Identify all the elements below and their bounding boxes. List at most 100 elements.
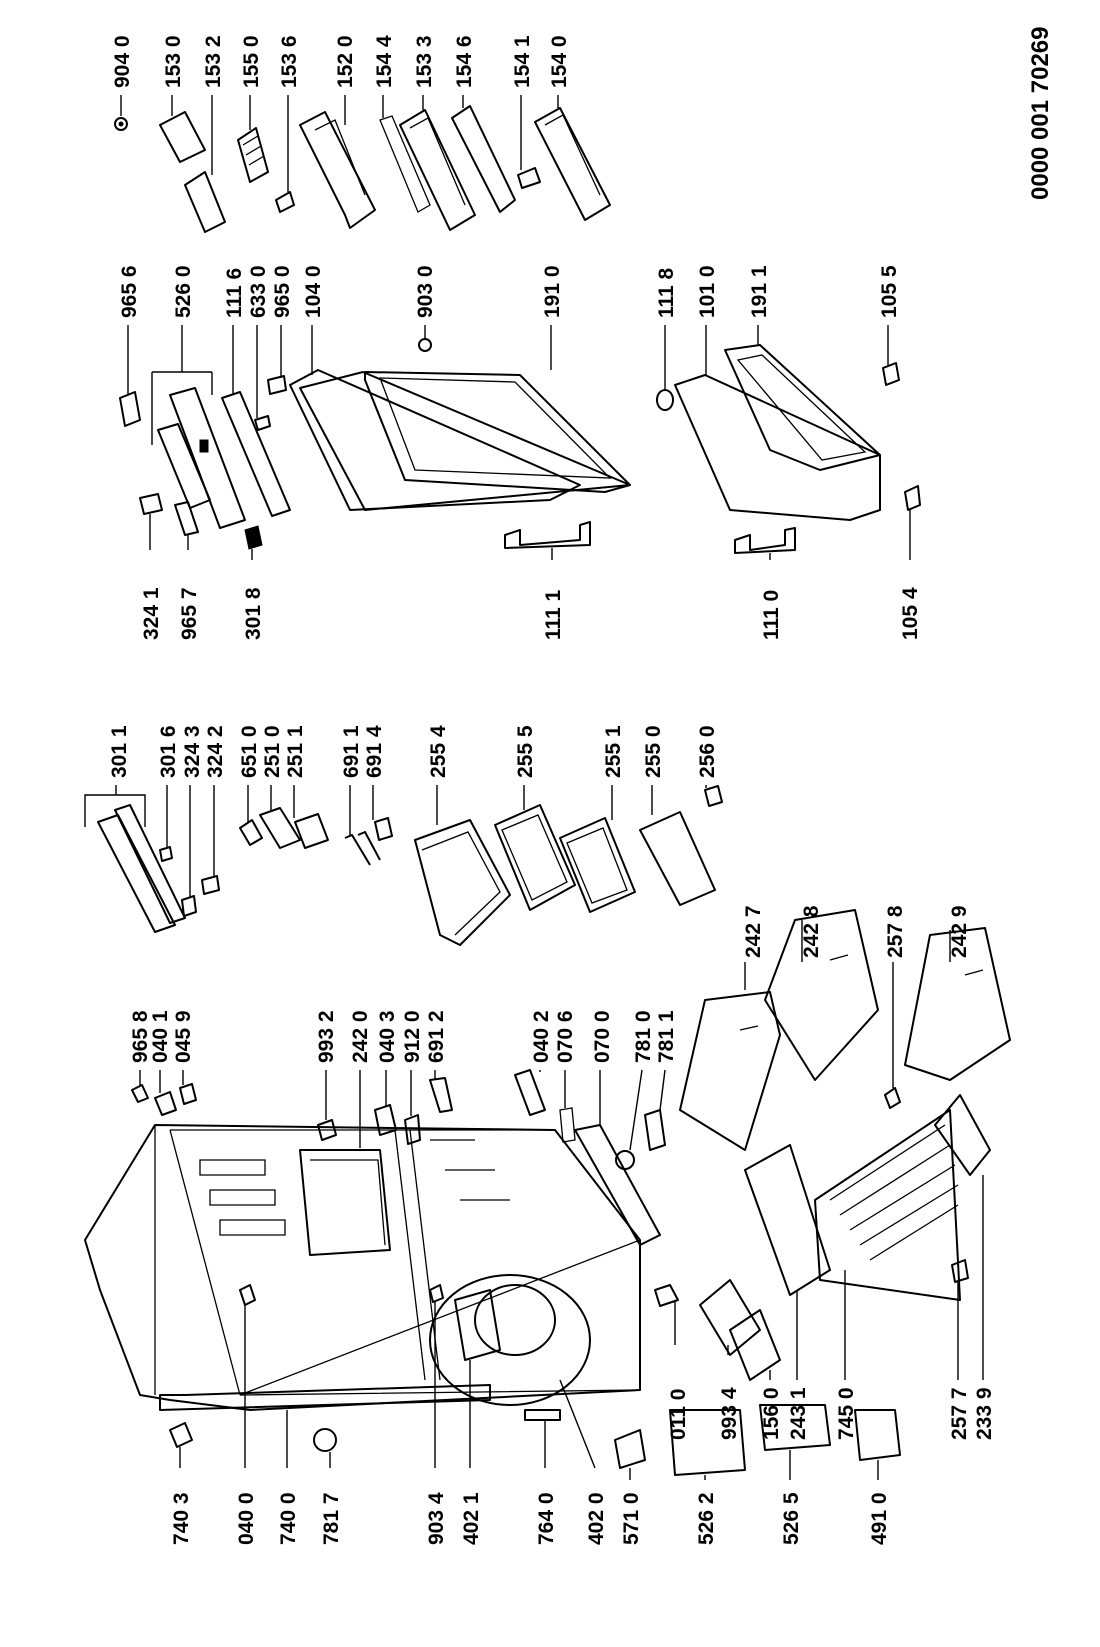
label-255-0: 255 0 bbox=[642, 725, 665, 778]
part-156-0 bbox=[729, 1309, 781, 1381]
part-070-0 bbox=[574, 1124, 661, 1246]
label-324-3: 324 3 bbox=[181, 725, 204, 778]
part-243-1 bbox=[744, 1144, 831, 1296]
label-571-0: 571 0 bbox=[620, 1492, 643, 1545]
label-691-2: 691 2 bbox=[425, 1010, 448, 1063]
label-526-5: 526 5 bbox=[780, 1492, 803, 1545]
part-491-0 bbox=[854, 1409, 901, 1461]
label-257-8: 257 8 bbox=[884, 905, 907, 958]
label-104-0: 104 0 bbox=[302, 265, 325, 318]
part-740-0 bbox=[159, 1384, 491, 1411]
label-526-0: 526 0 bbox=[172, 265, 195, 318]
part-402-1 bbox=[454, 1289, 501, 1361]
part-111-0 bbox=[734, 527, 796, 554]
part-040-3 bbox=[374, 1104, 397, 1136]
label-153-2: 153 2 bbox=[202, 35, 225, 88]
label-740-0: 740 0 bbox=[277, 1492, 300, 1545]
part-153-3 bbox=[399, 109, 476, 231]
part-781-0 bbox=[615, 1150, 635, 1170]
label-965-7: 965 7 bbox=[178, 587, 201, 640]
label-965-0: 965 0 bbox=[271, 265, 294, 318]
part-912-0 bbox=[404, 1114, 421, 1145]
part-242-9 bbox=[904, 927, 1011, 1081]
part-965-8 bbox=[131, 1084, 149, 1103]
part-740-3 bbox=[169, 1422, 193, 1448]
part-781-7 bbox=[313, 1428, 337, 1452]
part-101-0 bbox=[674, 374, 881, 521]
label-111-0: 111 0 bbox=[760, 590, 783, 640]
part-242-0 bbox=[299, 1149, 391, 1256]
label-011-0: 011 0 bbox=[667, 1389, 690, 1440]
label-301-8: 301 8 bbox=[242, 587, 265, 640]
part-691-1 bbox=[344, 831, 381, 866]
door-accessories-group: 904 0 153 0 153 2 155 0 153 6 152 0 154 … bbox=[111, 35, 611, 233]
label-324-2: 324 2 bbox=[204, 725, 227, 778]
part-764-0 bbox=[524, 1409, 561, 1421]
label-155-0: 155 0 bbox=[240, 35, 263, 88]
part-011-0 bbox=[654, 1284, 679, 1307]
label-101-0: 101 0 bbox=[696, 265, 719, 318]
label-255-1: 255 1 bbox=[602, 725, 625, 778]
label-255-5: 255 5 bbox=[514, 725, 537, 778]
part-111-6 bbox=[221, 391, 291, 517]
part-104-0-door bbox=[299, 371, 631, 511]
part-105-5 bbox=[882, 362, 900, 386]
part-781-1 bbox=[644, 1109, 666, 1151]
part-040-2 bbox=[514, 1069, 546, 1116]
part-526-0-cover bbox=[157, 423, 211, 509]
cabinet-rails bbox=[199, 1159, 286, 1236]
part-993-4 bbox=[699, 1279, 761, 1356]
label-242-7: 242 7 bbox=[742, 905, 765, 958]
label-491-0: 491 0 bbox=[868, 1492, 891, 1545]
label-156-0: 156 0 bbox=[760, 1387, 783, 1440]
label-402-1: 402 1 bbox=[460, 1492, 483, 1545]
label-781-7: 781 7 bbox=[320, 1492, 343, 1545]
label-153-6: 153 6 bbox=[278, 35, 301, 88]
label-233-9: 233 9 bbox=[973, 1387, 996, 1440]
part-903-4 bbox=[429, 1284, 444, 1303]
label-764-0: 764 0 bbox=[535, 1492, 558, 1545]
part-651-0 bbox=[239, 819, 263, 846]
part-745-0 bbox=[814, 1109, 961, 1301]
label-257-7: 257 7 bbox=[948, 1387, 971, 1440]
label-242-8: 242 8 bbox=[800, 905, 823, 958]
part-691-4 bbox=[374, 817, 393, 841]
part-104-0 bbox=[289, 369, 581, 511]
label-781-1: 781 1 bbox=[655, 1010, 678, 1063]
label-255-4: 255 4 bbox=[427, 725, 450, 778]
part-903-0 bbox=[418, 338, 432, 352]
label-993-2: 993 2 bbox=[315, 1010, 338, 1063]
label-301-1: 301 1 bbox=[108, 725, 131, 778]
label-040-3: 040 3 bbox=[376, 1010, 399, 1063]
label-904-0: 904 0 bbox=[111, 35, 134, 88]
label-153-0: 153 0 bbox=[162, 35, 185, 88]
part-251-1 bbox=[294, 813, 329, 849]
part-045-9 bbox=[179, 1083, 197, 1105]
interior-shelves-group: 301 1 301 6 324 3 324 2 651 0 251 0 251 … bbox=[84, 725, 1011, 1151]
part-152-0 bbox=[299, 111, 376, 229]
part-153-6 bbox=[275, 191, 295, 213]
part-255-5 bbox=[494, 804, 576, 911]
label-965-6: 965 6 bbox=[118, 265, 141, 318]
part-904-0 bbox=[114, 117, 128, 131]
label-740-3: 740 3 bbox=[170, 1492, 193, 1545]
part-301-6 bbox=[159, 846, 173, 862]
label-256-0: 256 0 bbox=[696, 725, 719, 778]
part-255-4 bbox=[414, 819, 511, 946]
doors-group: 965 6 526 0 111 6 633 0 965 0 104 0 903 … bbox=[118, 265, 922, 640]
part-571-0 bbox=[614, 1429, 646, 1469]
part-633-0 bbox=[254, 415, 271, 431]
part-255-0 bbox=[639, 811, 716, 906]
part-257-8 bbox=[884, 1087, 901, 1109]
label-781-0: 781 0 bbox=[632, 1010, 655, 1063]
part-111-8 bbox=[656, 389, 674, 411]
label-040-2: 040 2 bbox=[530, 1010, 553, 1063]
label-965-8: 965 8 bbox=[129, 1010, 152, 1063]
label-243-1: 243 1 bbox=[787, 1387, 810, 1440]
label-105-5: 105 5 bbox=[878, 265, 901, 318]
label-691-4: 691 4 bbox=[363, 725, 386, 778]
part-526-0-panel bbox=[169, 387, 246, 529]
reference-number: 0000 001 70269 bbox=[1027, 26, 1054, 200]
lower-parts-group: 011 0 993 4 156 0 243 1 745 0 257 7 233 … bbox=[159, 1094, 996, 1545]
